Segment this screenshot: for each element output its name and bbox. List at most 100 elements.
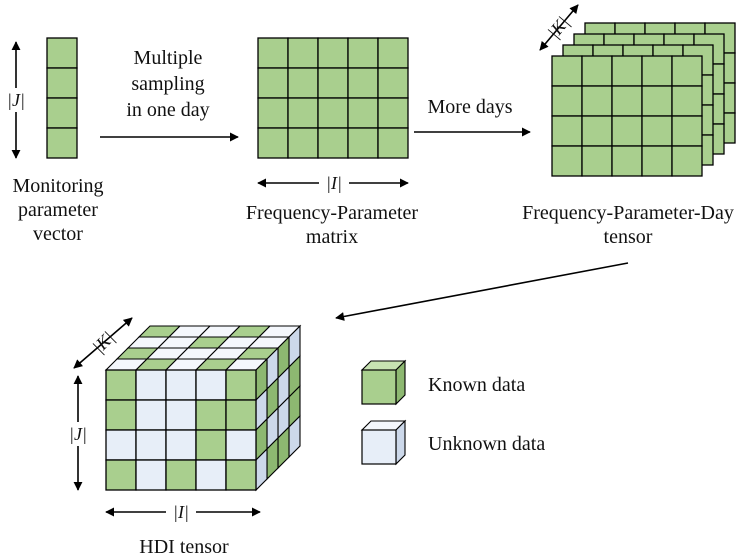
matrix-cell (257, 67, 289, 99)
unknown-cell (225, 429, 257, 461)
vector-j-dimension-label: |J| (7, 90, 25, 110)
tensor-layer (551, 55, 703, 177)
known-cell (105, 459, 137, 491)
tensor-cell (551, 55, 583, 87)
vector-cell (46, 37, 78, 69)
tensor-cell (581, 115, 613, 147)
matrix-cell (347, 67, 379, 99)
matrix-cell (347, 127, 379, 159)
matrix-cell (257, 37, 289, 69)
matrix-cell (257, 97, 289, 129)
hdi-j-label-bg (68, 422, 88, 446)
known-cell (195, 429, 227, 461)
tensor-cell (641, 85, 673, 117)
sampling-text-line-1: Multiple (134, 47, 203, 69)
matrix-cell (377, 37, 409, 69)
legend-unknown-label: Unknown data (428, 433, 545, 455)
tensor-cell (671, 115, 703, 147)
matrix-cell (287, 67, 319, 99)
tensor-cell (641, 55, 673, 87)
sampling-text-line-2: sampling (131, 73, 204, 95)
hdi-i-label-bg (166, 501, 196, 523)
vector-cell (46, 127, 78, 159)
unknown-cell (135, 369, 167, 401)
matrix-cell (347, 97, 379, 129)
tensor-cell (611, 145, 643, 177)
tensor-k-dimension-arrow (539, 4, 579, 51)
matrix-cell (287, 127, 319, 159)
unknown-cell (135, 429, 167, 461)
known-cell (165, 459, 197, 491)
known-cell (225, 369, 257, 401)
hdi-i-dimension-label: |I| (173, 502, 189, 522)
hdi-j-dimension-label: |J| (69, 424, 87, 444)
matrix-cell (377, 97, 409, 129)
known-cell (225, 459, 257, 491)
tensor-cell (671, 55, 703, 87)
matrix-cell (317, 37, 349, 69)
vector-caption-line-2: parameter (18, 199, 98, 221)
matrix-cell (377, 67, 409, 99)
to-hdi-arrow (335, 262, 629, 321)
tensor-cell (581, 85, 613, 117)
sampling-text-line-3: in one day (126, 99, 209, 121)
matrix-cell (287, 97, 319, 129)
tensor-cell (671, 145, 703, 177)
tensor-cell (641, 115, 673, 147)
known-cell (105, 399, 137, 431)
unknown-cell (135, 399, 167, 431)
known-cell (225, 399, 257, 431)
matrix-caption-line-1: Frequency-Parameter (246, 202, 418, 224)
unknown-cell (165, 369, 197, 401)
known-cell (195, 399, 227, 431)
matrix-cell (377, 127, 409, 159)
known-cell (105, 369, 137, 401)
legend-cube-front (361, 369, 397, 405)
unknown-cell (135, 459, 167, 491)
tensor-cell (611, 85, 643, 117)
tensor-cell (641, 145, 673, 177)
hdi-tensor-cube (104, 324, 302, 492)
vector-caption-line-3: vector (33, 223, 83, 245)
tensor-cell (551, 115, 583, 147)
matrix-cell (347, 37, 379, 69)
more-days-label: More days (428, 96, 513, 118)
tensor-cell (611, 115, 643, 147)
matrix-i-dimension-label: |I| (326, 173, 342, 193)
tensor-cell (551, 85, 583, 117)
tensor-caption-line-2: tensor (604, 226, 653, 248)
legend-known-cube (360, 359, 407, 406)
vector-cell (46, 97, 78, 129)
matrix-caption-line-2: matrix (306, 226, 358, 248)
tensor-caption-line-1: Frequency-Parameter-Day (522, 202, 734, 224)
tensor-cell (671, 85, 703, 117)
unknown-cell (195, 369, 227, 401)
matrix-cell (317, 97, 349, 129)
unknown-cell (165, 429, 197, 461)
legend-unknown-cube (360, 419, 407, 466)
matrix-i-label-bg (319, 172, 349, 194)
unknown-cell (105, 429, 137, 461)
legend-known-label: Known data (428, 374, 525, 396)
hdi-caption: HDI tensor (139, 536, 229, 558)
vector-cell (46, 67, 78, 99)
frequency-parameter-day-tensor (551, 22, 736, 177)
tensor-cell (551, 145, 583, 177)
tensor-cell (611, 55, 643, 87)
matrix-cell (257, 127, 289, 159)
matrix-cell (317, 127, 349, 159)
matrix-cell (317, 67, 349, 99)
tensor-cell (581, 55, 613, 87)
matrix-cell (287, 37, 319, 69)
vector-j-label-bg (6, 88, 26, 112)
unknown-cell (195, 459, 227, 491)
frequency-parameter-matrix (257, 37, 409, 159)
legend-cube-front (361, 429, 397, 465)
vector-caption-line-1: Monitoring (12, 175, 103, 197)
hdi-k-dimension-arrow (73, 317, 133, 369)
tensor-cell (581, 145, 613, 177)
unknown-cell (165, 399, 197, 431)
monitoring-parameter-vector (46, 37, 78, 159)
